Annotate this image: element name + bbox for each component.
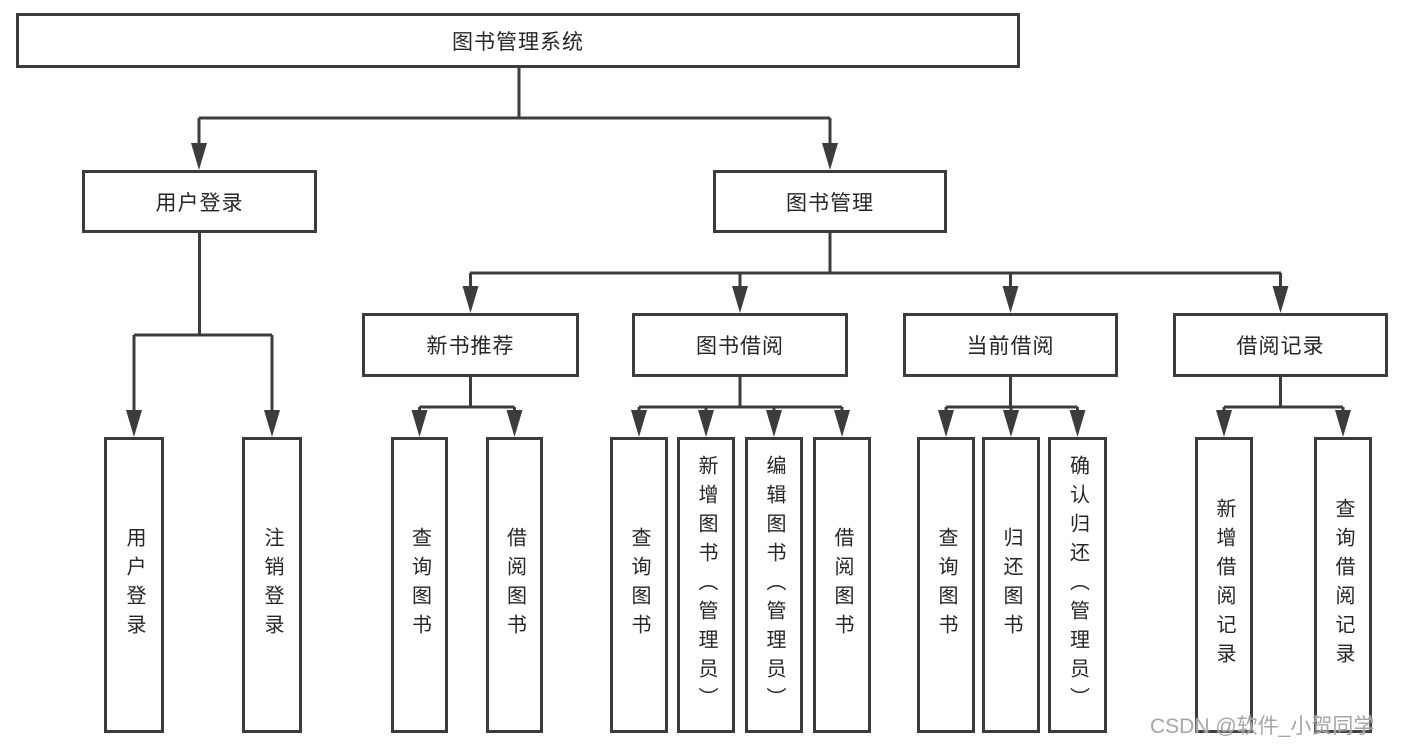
node-library-management-system: 图书管理系统 (16, 13, 1020, 68)
node-label: 借阅记录 (1236, 335, 1325, 358)
node-book-management: 图书管理 (713, 170, 947, 233)
node-new-book-recommend: 新书推荐 (362, 313, 579, 377)
leaf-label: 借阅图书 (503, 527, 526, 643)
leaf-confirm-return-admin: 确认归还（管理员） (1048, 437, 1107, 733)
csdn-watermark: CSDN @软件_小贺同学 (1150, 715, 1375, 738)
leaf-label: 查询图书 (628, 527, 650, 643)
leaf-add-borrow-record: 新增借阅记录 (1195, 437, 1253, 733)
node-label: 新书推荐 (426, 335, 515, 358)
leaf-label: 新增图书（管理员） (695, 454, 717, 716)
leaf-borrow-books: 借阅图书 (813, 437, 871, 733)
leaf-user-login: 用户登录 (104, 437, 164, 733)
leaf-label: 查询图书 (408, 527, 431, 643)
node-label: 图书管理系统 (452, 30, 584, 54)
leaf-label: 注销登录 (261, 527, 283, 643)
leaf-query-books: 查询图书 (391, 437, 448, 733)
node-book-borrow: 图书借阅 (632, 313, 848, 377)
node-borrow-record: 借阅记录 (1173, 313, 1388, 377)
node-label: 用户登录 (155, 191, 244, 215)
leaf-query-books: 查询图书 (610, 437, 668, 733)
node-label: 图书管理 (786, 191, 874, 215)
leaf-label: 确认归还（管理员） (1066, 454, 1089, 716)
leaf-add-books-admin: 新增图书（管理员） (677, 437, 735, 733)
leaf-label: 用户登录 (123, 527, 145, 643)
leaf-query-borrow-record: 查询借阅记录 (1314, 437, 1372, 733)
leaf-edit-books-admin: 编辑图书（管理员） (745, 437, 803, 733)
leaf-label: 查询借阅记录 (1332, 498, 1354, 672)
leaf-borrow-books: 借阅图书 (486, 437, 543, 733)
node-user-login: 用户登录 (82, 170, 317, 233)
leaf-logout: 注销登录 (242, 437, 302, 733)
node-label: 当前借阅 (966, 335, 1055, 358)
node-label: 图书借阅 (696, 335, 784, 358)
leaf-label: 新增借阅记录 (1213, 498, 1235, 672)
leaf-return-books: 归还图书 (982, 437, 1040, 733)
leaf-query-books: 查询图书 (917, 437, 975, 733)
leaf-label: 编辑图书（管理员） (763, 454, 785, 716)
leaf-label: 归还图书 (1000, 527, 1022, 643)
node-current-borrow: 当前借阅 (903, 313, 1118, 377)
leaf-label: 借阅图书 (831, 527, 853, 643)
leaf-label: 查询图书 (935, 527, 957, 643)
